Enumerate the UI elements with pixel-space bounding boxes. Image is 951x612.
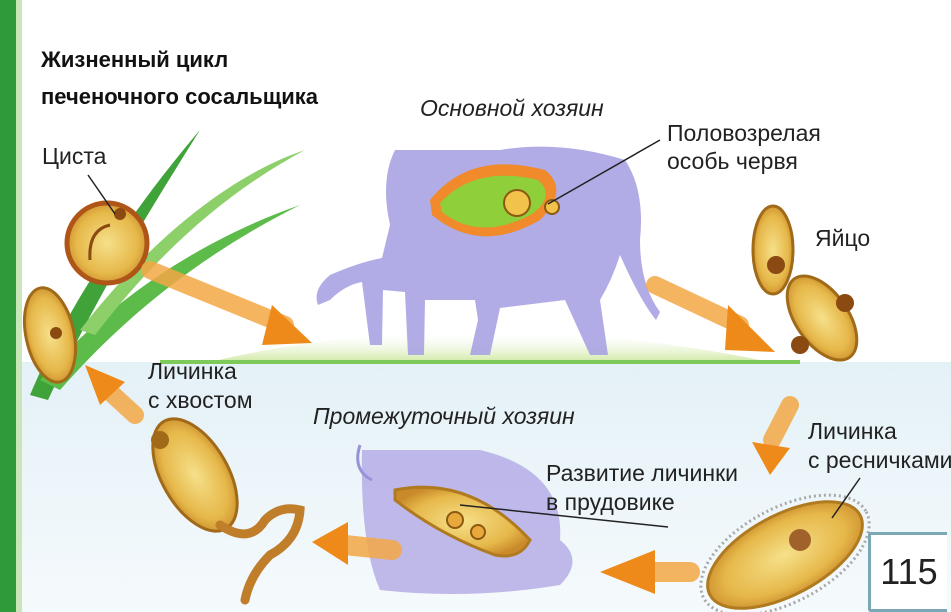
label-adult-line-1: Половозрелая xyxy=(667,120,821,147)
page-edge-strip xyxy=(0,0,16,612)
label-main-host: Основной хозяин xyxy=(420,95,604,122)
cyst-figure xyxy=(67,175,147,283)
label-tailed-larva-line-2: с хвостом xyxy=(148,387,253,414)
label-cyst: Циста xyxy=(42,143,106,170)
label-tailed-larva-line-1: Личинка xyxy=(148,358,237,385)
label-ciliated-larva-line-2: с ресничками xyxy=(808,447,951,474)
label-snail-dev-line-1: Развитие личинки xyxy=(546,460,738,487)
page-edge-shadow xyxy=(16,0,22,612)
title-line-2: печеночного сосальщика xyxy=(41,82,318,111)
title-line-1: Жизненный цикл xyxy=(41,45,228,74)
page-number: 115 xyxy=(868,532,947,612)
label-intermediate-host: Промежуточный хозяин xyxy=(313,403,575,430)
arrow-cow-to-egg xyxy=(655,285,775,352)
label-adult-line-2: особь червя xyxy=(667,148,798,175)
label-egg: Яйцо xyxy=(815,225,870,252)
label-snail-dev-line-2: в прудовике xyxy=(546,489,675,516)
label-ciliated-larva-line-1: Личинка xyxy=(808,418,897,445)
arrow-cyst-to-cow xyxy=(150,270,312,345)
